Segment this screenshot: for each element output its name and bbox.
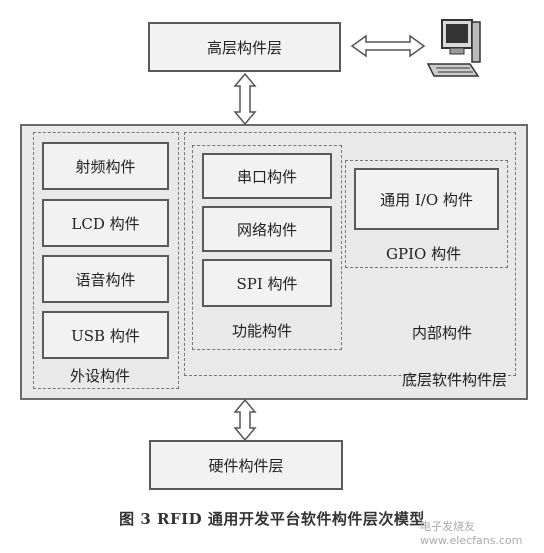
gpio-group (345, 160, 508, 268)
inner-dashed-region (184, 132, 516, 376)
internal-components-label: 内部构件 (412, 324, 473, 342)
gpio-group-label: GPIO 构件 (386, 245, 462, 263)
function-group (192, 145, 342, 350)
function-item-spi: SPI 构件 (202, 259, 332, 307)
function-item-label: 网络构件 (236, 220, 297, 239)
double-arrow-icon (350, 34, 426, 58)
function-item-serial: 串口构件 (202, 153, 332, 199)
peripheral-item-rf: 射频构件 (42, 142, 169, 190)
gpio-item-io: 通用 I/O 构件 (354, 168, 499, 230)
peripheral-item-usb: USB 构件 (42, 311, 169, 359)
bottom-software-layer-label: 底层软件构件层 (402, 371, 508, 389)
gpio-item-label: 通用 I/O 构件 (380, 190, 473, 209)
function-item-label: SPI 构件 (236, 274, 298, 293)
peripheral-item-label: USB 构件 (71, 326, 140, 345)
function-item-label: 串口构件 (236, 167, 297, 186)
top-layer-label: 高层构件层 (206, 38, 282, 57)
double-arrow-icon (233, 72, 257, 126)
peripheral-item-voice: 语音构件 (42, 255, 169, 303)
peripheral-item-label: LCD 构件 (71, 214, 140, 233)
peripheral-item-label: 语音构件 (75, 270, 136, 289)
double-arrow-icon (233, 398, 257, 442)
top-layer-box: 高层构件层 (148, 22, 341, 72)
peripheral-group (33, 132, 179, 389)
peripheral-item-label: 射频构件 (75, 157, 136, 176)
hardware-layer-box: 硬件构件层 (149, 440, 343, 490)
watermark: 电子发烧友 www.elecfans.com (420, 518, 544, 547)
computer-icon (420, 14, 490, 84)
watermark-text: 电子发烧友 www.elecfans.com (420, 520, 523, 547)
peripheral-item-lcd: LCD 构件 (42, 199, 169, 247)
hardware-layer-label: 硬件构件层 (208, 456, 284, 475)
figure-caption: 图 3 RFID 通用开发平台软件构件层次模型 (119, 510, 425, 528)
peripheral-group-label: 外设构件 (70, 367, 131, 385)
function-group-label: 功能构件 (232, 322, 293, 340)
function-item-network: 网络构件 (202, 206, 332, 252)
